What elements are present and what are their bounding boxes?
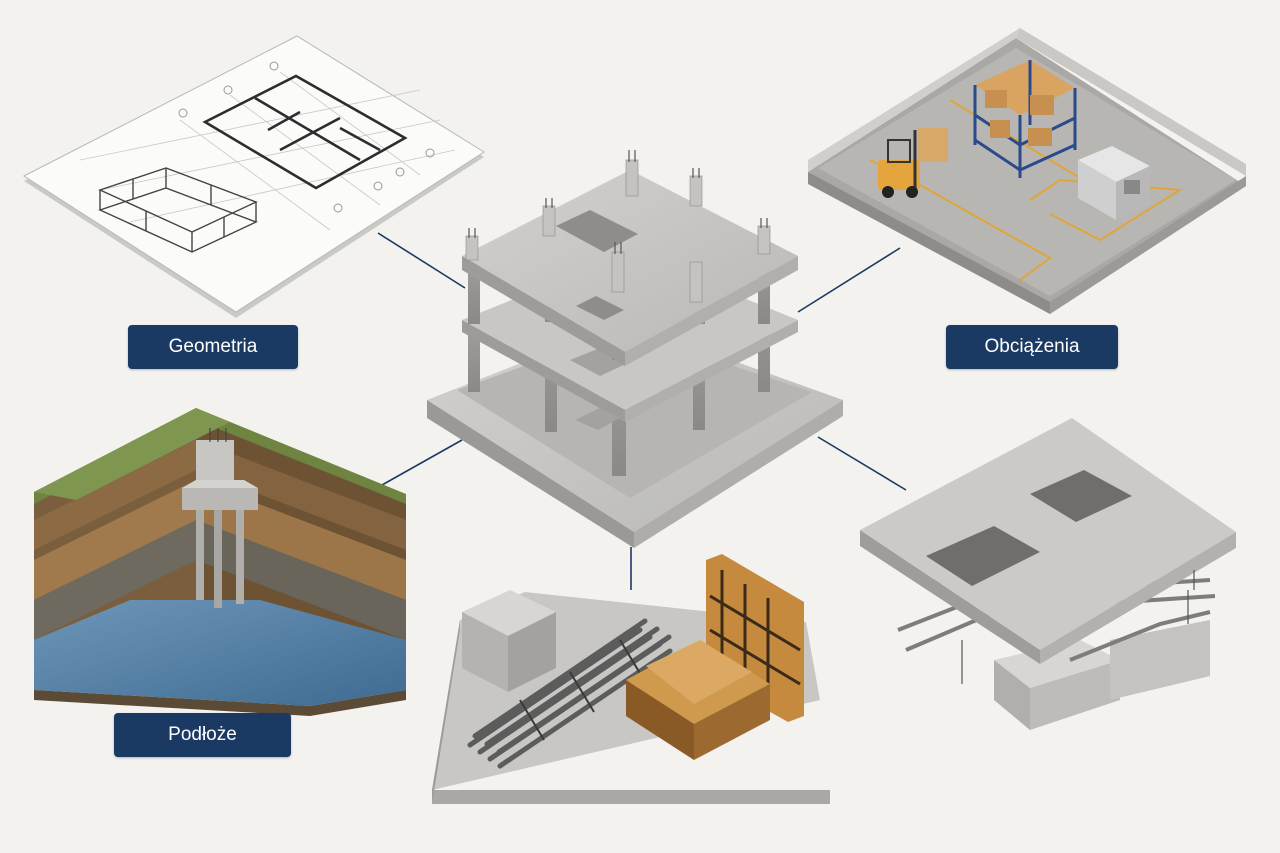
warehouse-floor <box>808 28 1246 314</box>
concrete-cube <box>462 590 556 692</box>
slab-installations <box>860 418 1236 730</box>
connector-installations <box>817 436 907 491</box>
connector-obciazenia <box>797 247 901 313</box>
connector-lines <box>377 232 907 590</box>
label-podloze-text: Podłoże <box>168 724 237 745</box>
construction-materials <box>432 554 830 804</box>
floor-plan-sheet <box>22 35 485 318</box>
soil-cross-section <box>34 408 406 716</box>
pile-foundation <box>182 428 258 608</box>
label-geometria-text: Geometria <box>168 336 258 357</box>
label-podloze: Podłoże <box>114 713 291 757</box>
plan-frame-sketch <box>98 167 258 253</box>
label-geometria: Geometria <box>128 325 298 369</box>
plan-walls <box>202 74 408 190</box>
forklift-icon <box>878 128 948 198</box>
label-obciazenia-text: Obciążenia <box>984 336 1080 357</box>
connector-geometria <box>377 232 466 289</box>
concrete-building <box>427 150 843 548</box>
connector-podloze <box>381 439 463 486</box>
machine-unit <box>1078 146 1150 220</box>
plywood-stack <box>626 640 770 760</box>
storage-rack <box>973 60 1077 178</box>
label-obciazenia: Obciążenia <box>946 325 1118 369</box>
